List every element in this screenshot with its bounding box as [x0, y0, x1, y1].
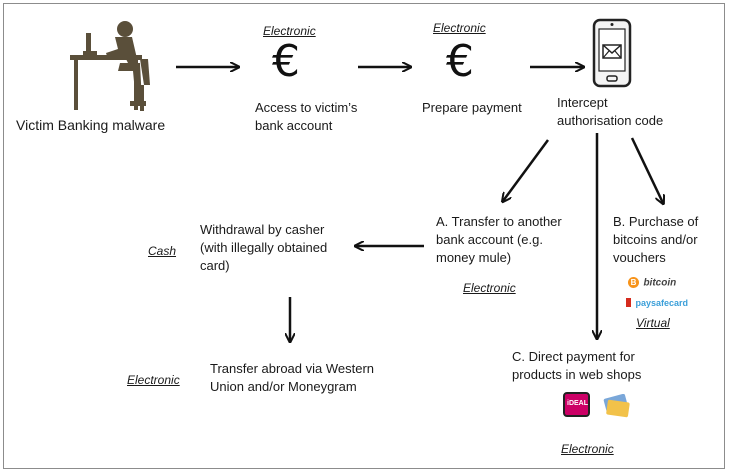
purchase-label-line2: bitcoins and/or — [613, 232, 698, 247]
euro-icon: € — [446, 36, 474, 87]
tag-electronic-transfer: Electronic — [463, 281, 516, 295]
credit-card-icon — [603, 394, 630, 418]
purchase-label-line3: vouchers — [613, 250, 666, 265]
tag-electronic-abroad: Electronic — [127, 373, 180, 387]
withdrawal-label-line2: (with illegally obtained — [200, 240, 328, 255]
tag-electronic-direct: Electronic — [561, 442, 614, 456]
smartphone-envelope-icon — [592, 18, 632, 88]
tag-virtual: Virtual — [636, 316, 670, 330]
access-label-line1: Access to victim’s — [255, 100, 358, 115]
withdrawal-label-line1: Withdrawal by casher — [200, 222, 325, 237]
access-label-line2: bank account — [255, 118, 333, 133]
intercept-label-line2: authorisation code — [557, 113, 664, 128]
intercept-label-line1: Intercept — [557, 95, 608, 110]
prepare-label: Prepare payment — [422, 100, 522, 115]
bitcoin-logo-icon: B bitcoin — [628, 274, 688, 289]
diagram-frame — [3, 3, 725, 469]
paysafecard-logo-icon: paysafecard — [626, 294, 696, 308]
transfer-label-line1: A. Transfer to another — [436, 214, 562, 229]
tag-cash: Cash — [148, 244, 177, 258]
victim-label: Victim Banking malware — [16, 117, 166, 133]
ideal-logo-text: iDEAL — [567, 400, 588, 407]
euro-icon: € — [272, 36, 300, 87]
abroad-label-line2: Union and/or Moneygram — [210, 379, 357, 394]
ideal-logo-icon: iDEAL — [563, 392, 590, 417]
transfer-label-line2: bank account (e.g. — [436, 232, 543, 247]
abroad-label-line1: Transfer abroad via Western — [210, 361, 375, 376]
tag-electronic-prepare: Electronic — [433, 21, 486, 35]
person-at-computer-icon — [70, 21, 150, 111]
paysafecard-logo-text: paysafecard — [635, 297, 688, 308]
arrow-intercept-to-purchase — [630, 137, 663, 203]
direct-label-line2: products in web shops — [512, 367, 642, 382]
transfer-label-line3: money mule) — [436, 250, 512, 265]
withdrawal-label-line3: card) — [200, 258, 230, 273]
tag-electronic-access: Electronic — [263, 24, 316, 38]
arrow-intercept-to-transfer — [503, 139, 550, 201]
bitcoin-logo-text: bitcoin — [643, 277, 677, 289]
purchase-label-line1: B. Purchase of — [613, 214, 699, 229]
direct-label-line1: C. Direct payment for — [512, 349, 635, 364]
